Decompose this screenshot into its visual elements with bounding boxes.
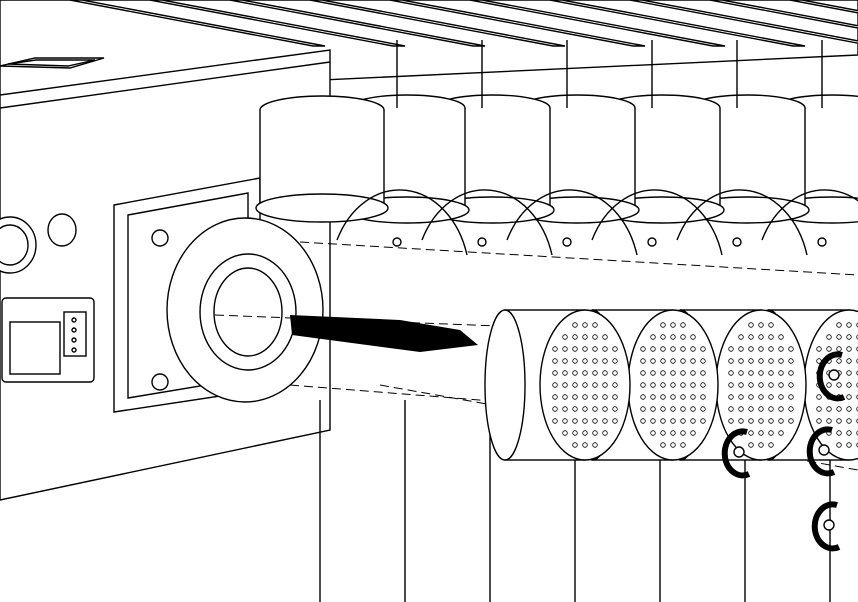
front-flange [166, 217, 324, 403]
flange-ring [336, 189, 468, 256]
duct-arrows [290, 315, 478, 352]
rail [629, 0, 858, 44]
rail [69, 0, 326, 47]
rail [709, 0, 858, 29]
rail [309, 0, 566, 47]
stud-icon [647, 237, 657, 247]
mounting-bolt-icon [151, 229, 169, 247]
flange-ring [506, 189, 638, 256]
stud-icon [392, 237, 402, 247]
rail [549, 0, 806, 47]
stud-icon [817, 237, 827, 247]
mounting-bolt-icon [151, 373, 169, 391]
retaining-clip-icon [721, 428, 751, 479]
retaining-clip-icon [816, 351, 846, 402]
rail [469, 0, 726, 47]
control-panel [0, 213, 95, 383]
flange-ring [591, 189, 723, 256]
front-cup [255, 95, 389, 223]
stud-icon [732, 237, 742, 247]
rail [229, 0, 486, 47]
stud-icon [562, 237, 572, 247]
flange-ring [421, 189, 553, 256]
stud-icon [477, 237, 487, 247]
retaining-clip-icon [806, 426, 836, 477]
rail [789, 0, 858, 14]
flange-ring [761, 189, 858, 247]
retaining-clip-icon [811, 501, 841, 552]
rail [149, 0, 406, 47]
screen-basket [484, 309, 631, 461]
round-port-small [47, 213, 77, 247]
rail [389, 0, 646, 47]
alignment-line [299, 241, 858, 276]
flange-ring [676, 189, 808, 256]
